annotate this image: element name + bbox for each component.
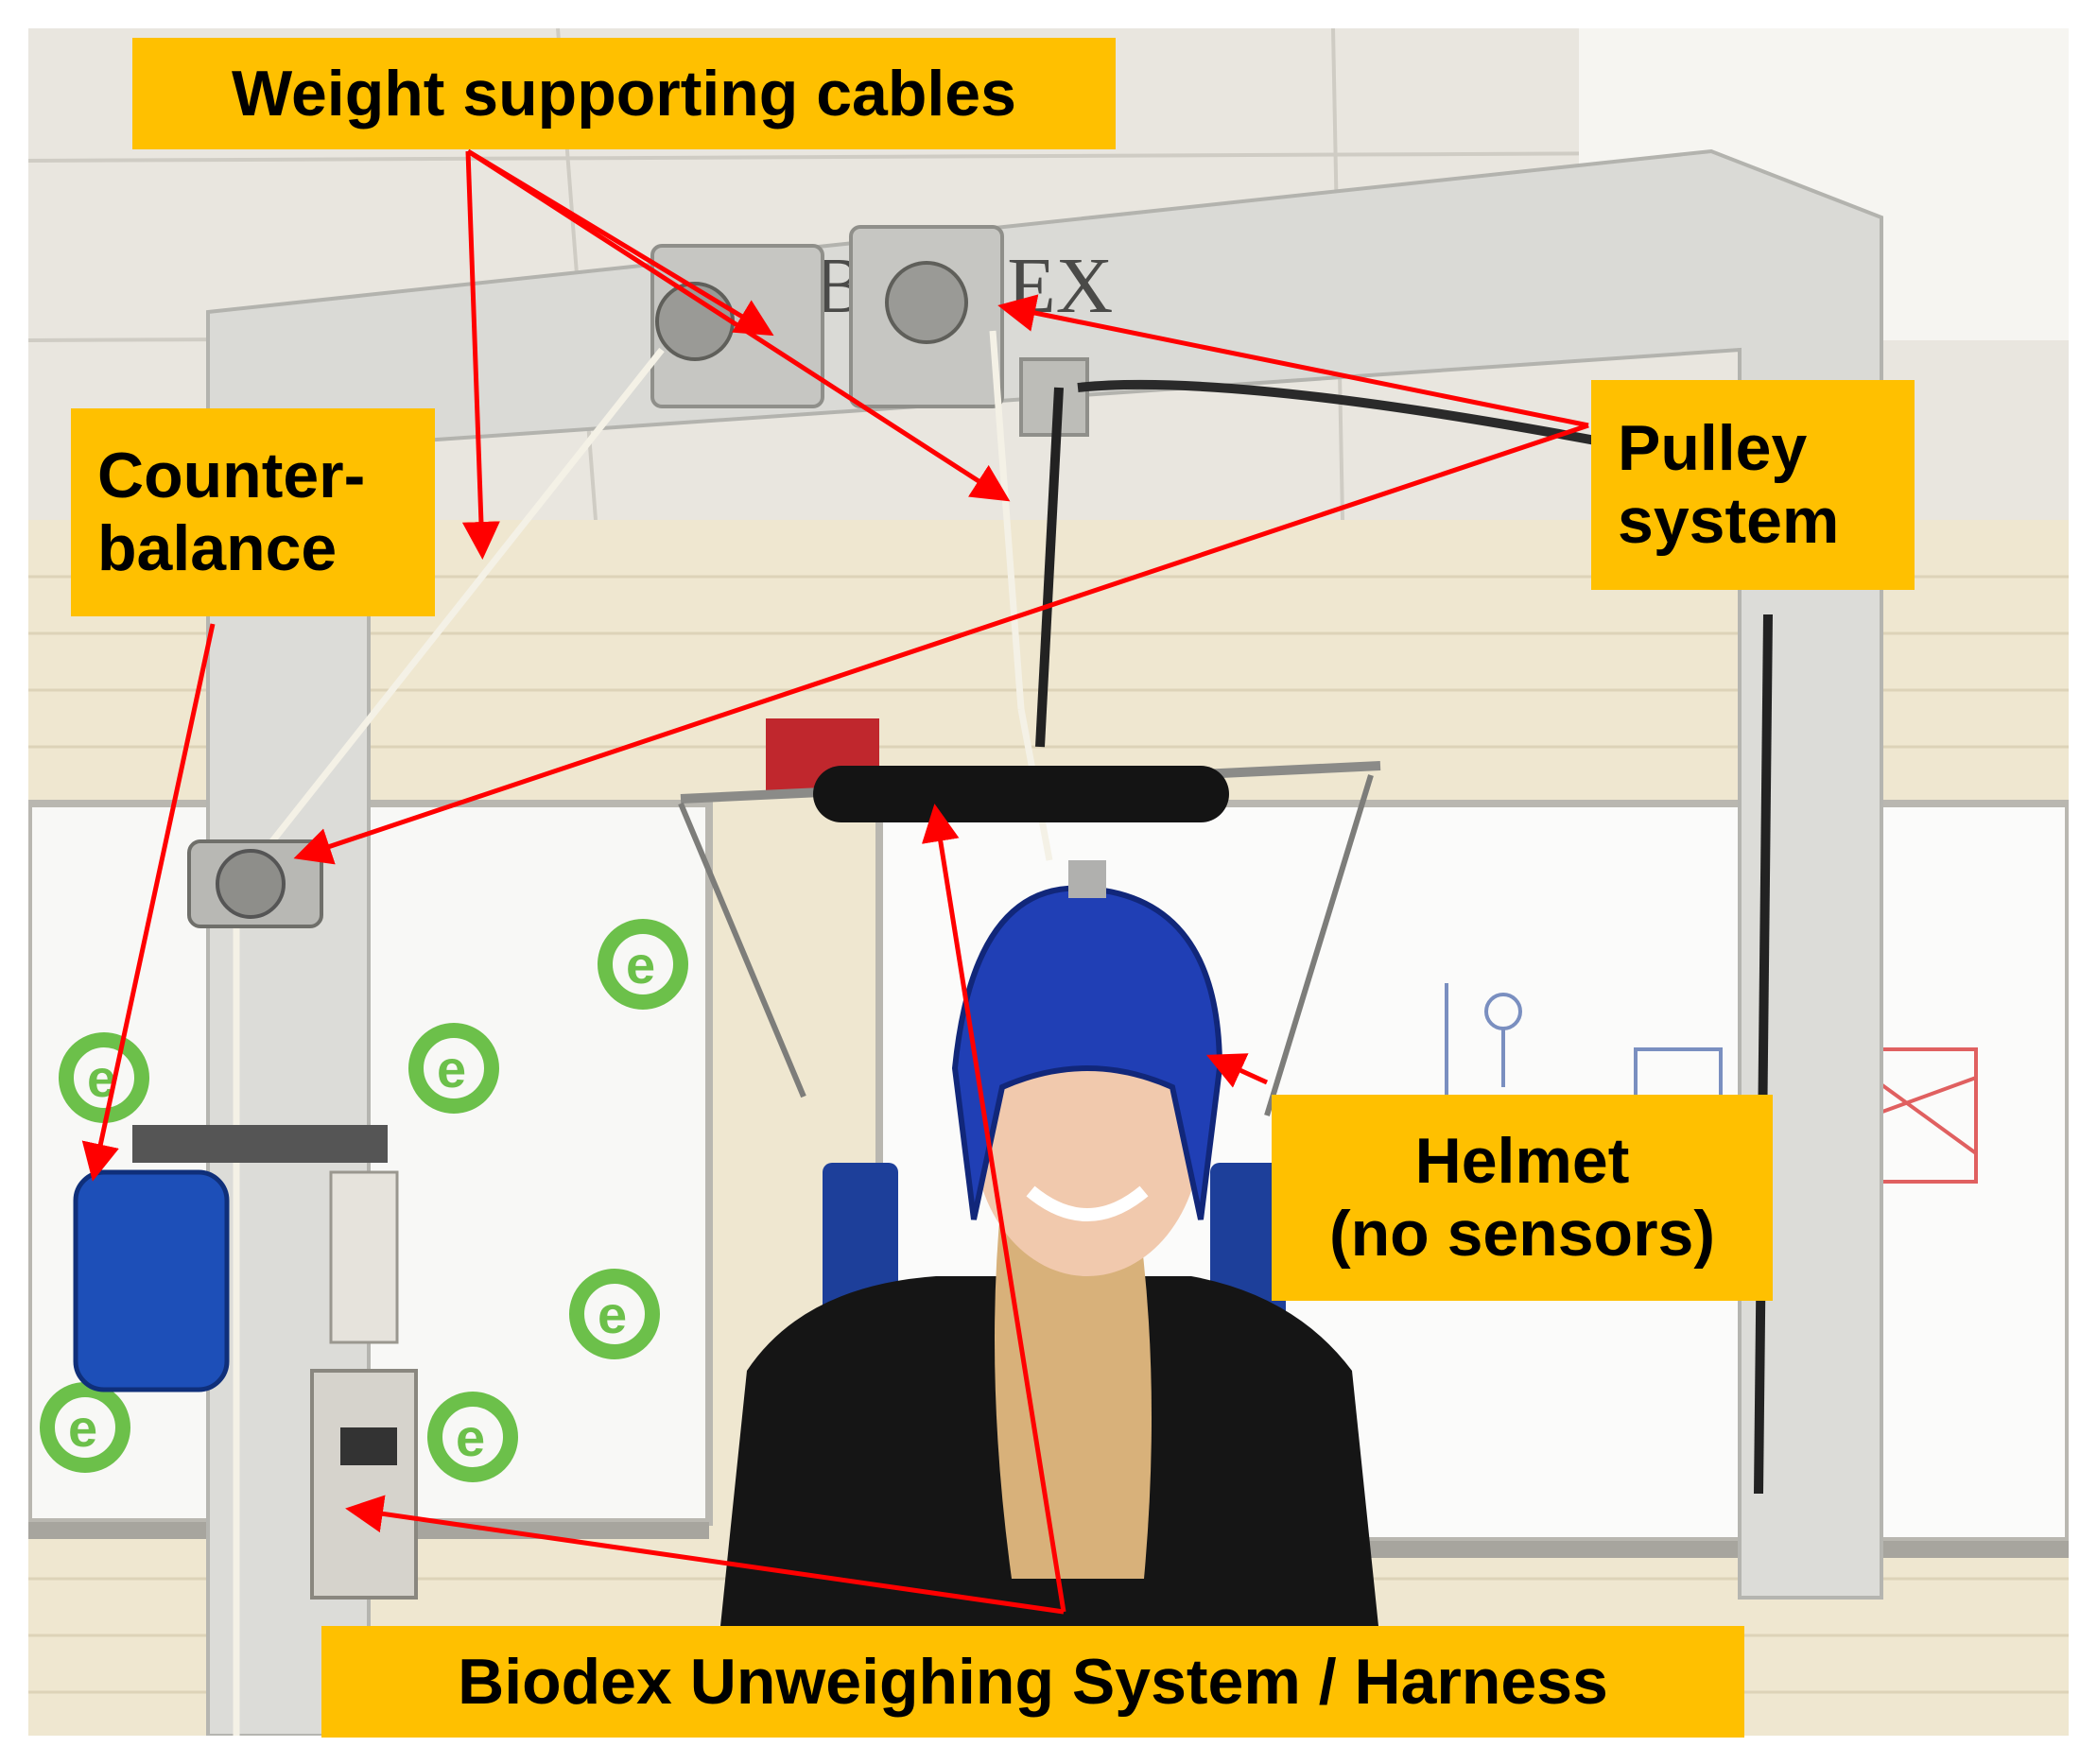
label-text: Weight supporting cables [232, 57, 1016, 130]
label-biodex-unweighing-system: Biodex Unweighing System / Harness [321, 1626, 1744, 1738]
control-box [310, 1369, 418, 1600]
label-weight-supporting-cables: Weight supporting cables [132, 38, 1116, 149]
logo-text: e [598, 1285, 627, 1344]
logo-text: e [437, 1039, 466, 1098]
logo-text: e [87, 1048, 116, 1108]
label-text: Biodex Unweighing System / Harness [458, 1645, 1608, 1718]
label-text: (no sensors) [1328, 1198, 1716, 1270]
label-pulley-system: Pulley system [1591, 380, 1915, 590]
label-helmet: Helmet (no sensors) [1272, 1095, 1773, 1301]
counterbalance-unit [73, 1169, 230, 1392]
label-text: balance [97, 512, 338, 584]
logo-text: e [68, 1398, 97, 1458]
photograph: e e e e e e e BIODEX [28, 28, 2069, 1736]
label-counterbalance: Counter- balance [71, 408, 435, 616]
logo-text: e [626, 935, 655, 994]
lab-scene: e e e e e e e BIODEX [28, 28, 2069, 1736]
label-text: system [1618, 485, 1840, 557]
logo-text: e [456, 1408, 485, 1467]
label-text: Helmet [1414, 1125, 1630, 1198]
spreader-bar [813, 766, 1229, 822]
label-text: Pulley [1618, 412, 1808, 485]
label-text: Counter- [97, 440, 366, 512]
